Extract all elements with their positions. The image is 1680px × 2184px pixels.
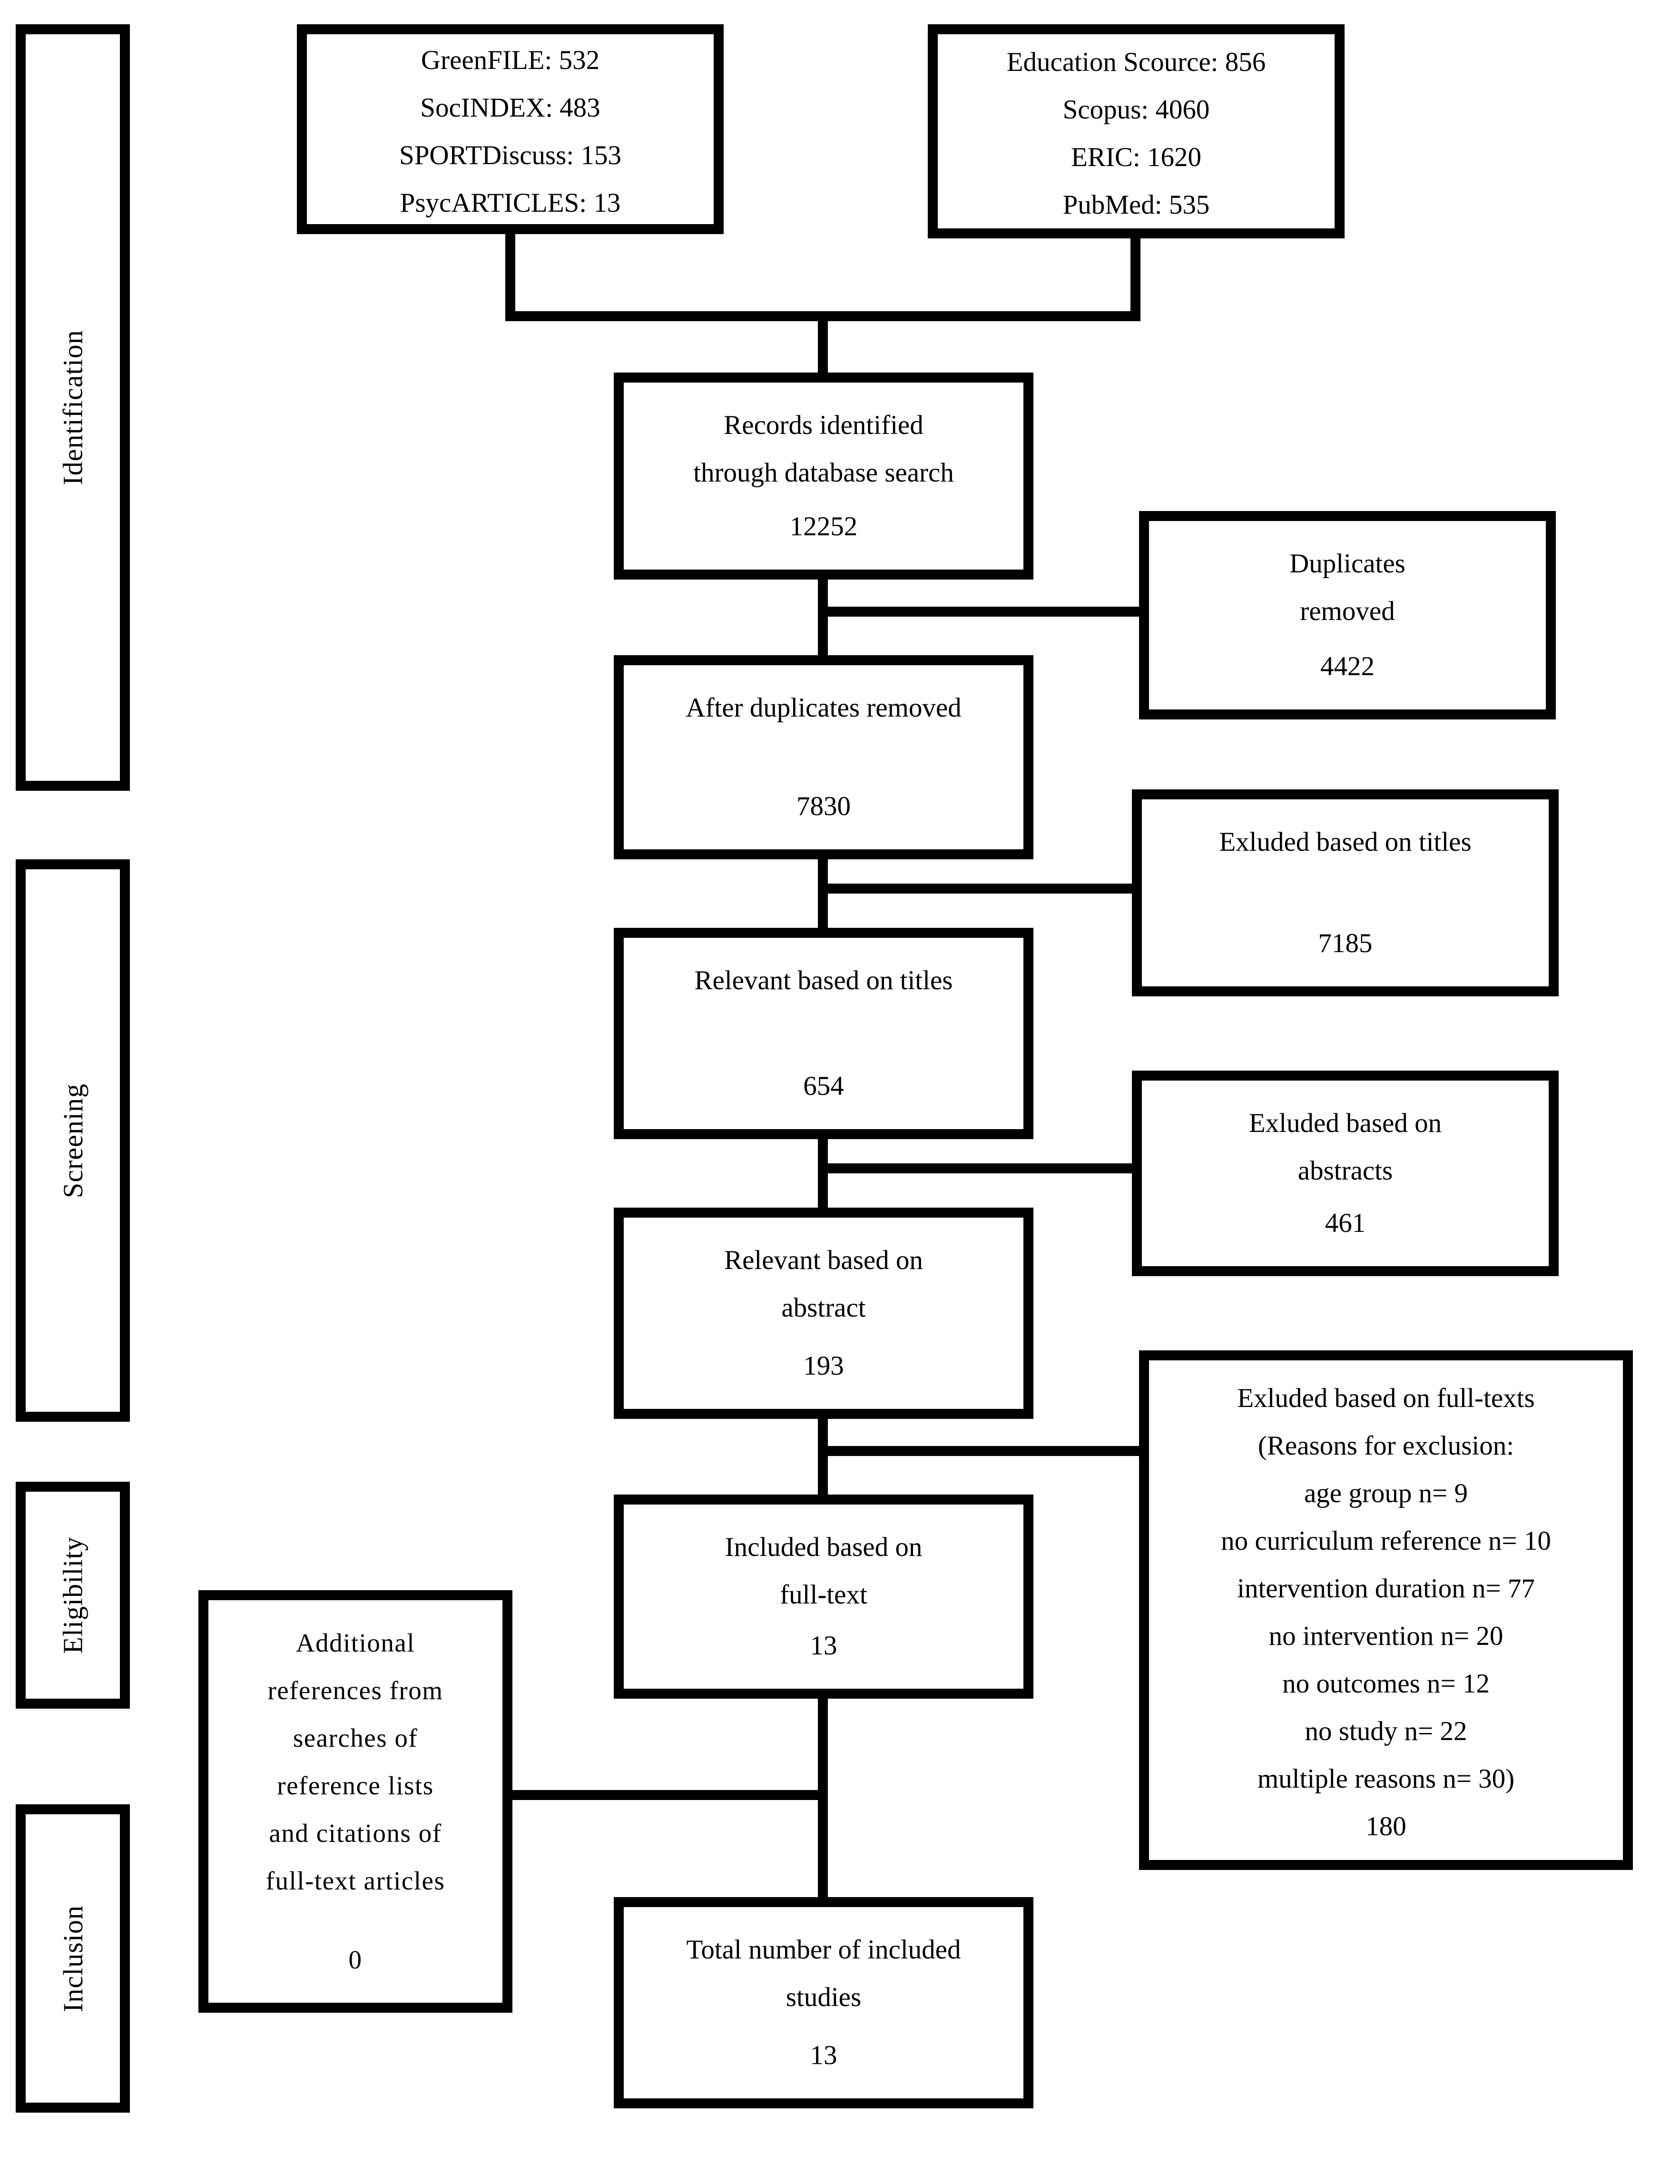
- box-after-duplicates: After duplicates removed 7830: [614, 655, 1033, 859]
- box-excluded-fulltexts: Exluded based on full-texts(Reasons for …: [1139, 1350, 1633, 1870]
- box-total-included-count: 13: [810, 2040, 837, 2070]
- box-included-fulltext-count: 13: [810, 1631, 837, 1661]
- stage-identification-label: Identification: [57, 330, 88, 485]
- box-duplicates-removed-count: 4422: [1320, 651, 1375, 681]
- stage-inclusion: Inclusion: [16, 1804, 130, 2113]
- box-excluded-abstracts-count: 461: [1325, 1208, 1366, 1238]
- connector-relevantabstract-to-included: [818, 1419, 828, 1495]
- connector-sources-left-drop: [505, 234, 515, 321]
- box-after-duplicates-text: After duplicates removed: [686, 693, 962, 723]
- connector-relevanttitles-to-relevantabstract: [818, 1139, 828, 1208]
- connector-sources-right-drop: [1130, 238, 1140, 321]
- connector-branch-duplicates: [823, 607, 1139, 617]
- stage-inclusion-label: Inclusion: [57, 1905, 88, 2012]
- connector-included-to-total: [818, 1699, 828, 1897]
- connector-branch-excluded-fulltexts: [823, 1446, 1139, 1456]
- stage-screening: Screening: [16, 859, 130, 1422]
- box-excluded-titles: Exluded based on titles 7185: [1132, 789, 1559, 996]
- stage-screening-label: Screening: [57, 1083, 88, 1198]
- box-after-duplicates-count: 7830: [796, 791, 851, 821]
- connector-branch-excluded-abstracts: [823, 1163, 1132, 1173]
- stage-eligibility: Eligibility: [16, 1482, 130, 1709]
- stage-identification: Identification: [16, 24, 130, 791]
- connector-afterdup-to-relevanttitles: [818, 859, 828, 928]
- box-records-identified-count: 12252: [789, 512, 858, 541]
- connector-branch-excluded-titles: [823, 884, 1132, 894]
- connector-additional-to-main: [512, 1790, 818, 1800]
- connector-records-to-afterdup: [818, 580, 828, 655]
- box-excluded-titles-count: 7185: [1318, 928, 1373, 958]
- box-relevant-titles-count: 654: [803, 1071, 844, 1101]
- connector-merge-to-records: [818, 311, 828, 373]
- box-relevant-titles-text: Relevant based on titles: [694, 965, 953, 995]
- box-excluded-fulltexts-text: Exluded based on full-texts(Reasons for …: [1221, 1383, 1551, 1794]
- stage-eligibility-label: Eligibility: [57, 1536, 88, 1654]
- box-excluded-fulltexts-count: 180: [1366, 1811, 1406, 1841]
- box-additional-references-count: 0: [348, 1945, 363, 1974]
- box-relevant-abstract-count: 193: [803, 1351, 844, 1381]
- box-relevant-titles: Relevant based on titles 654: [614, 928, 1033, 1139]
- box-excluded-titles-text: Exluded based on titles: [1219, 827, 1472, 857]
